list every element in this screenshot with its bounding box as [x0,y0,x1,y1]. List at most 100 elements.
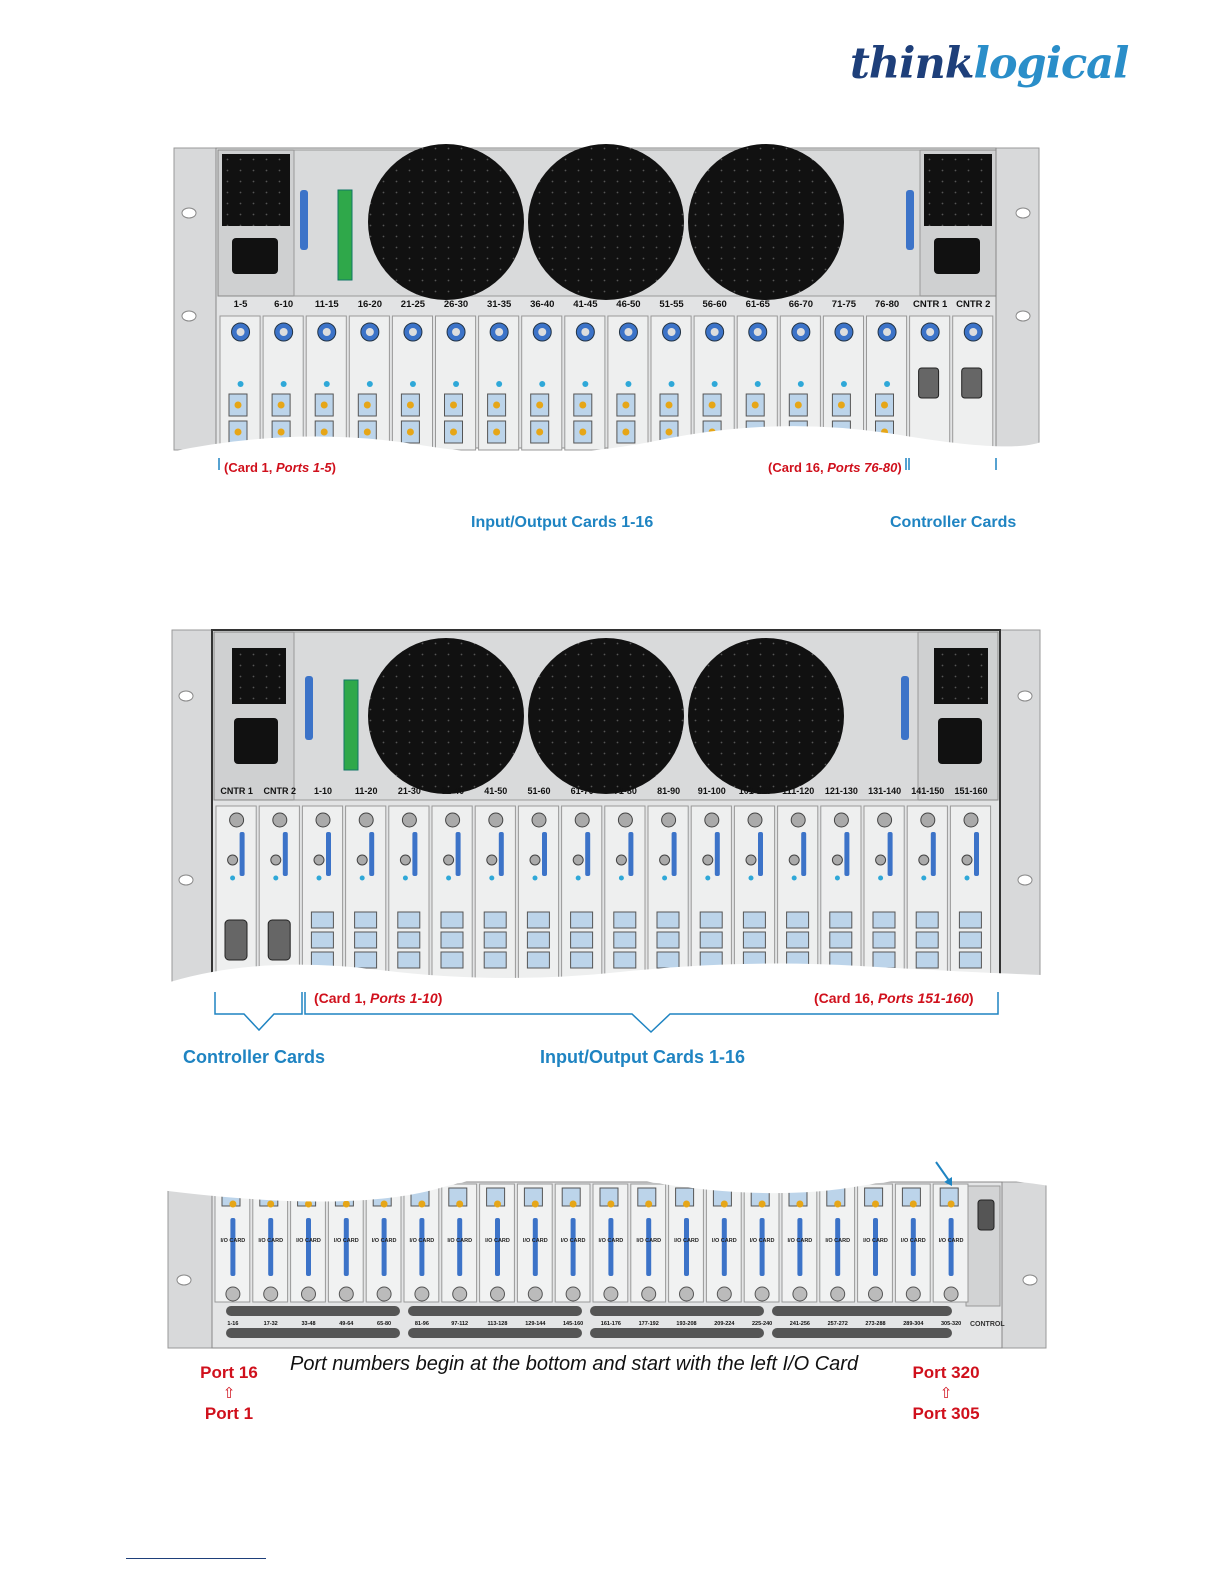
port-led [607,1200,615,1208]
card-handle [282,832,288,876]
card-screw [792,1286,808,1302]
card-handle [498,832,504,876]
card-screw [961,854,973,866]
console-port [961,367,983,399]
power-led [625,381,632,387]
label-bar [408,1306,582,1316]
power-led [280,381,287,387]
port-led [380,1200,388,1208]
fiber-port-core [622,428,630,436]
power-led [791,875,797,881]
card-label: I/O CARD [410,1238,435,1244]
slot-label: 71-75 [832,299,857,310]
card-screw [315,812,331,828]
port-led [796,1200,804,1208]
slot-label: 193-208 [676,1321,696,1327]
card-handle [343,1218,349,1276]
fiber-port [613,931,637,949]
fiber-port [742,911,766,929]
slot-label: 273-288 [865,1321,885,1327]
card-handle [758,832,763,876]
fiber-port-core [579,428,587,436]
card-screw [529,854,541,866]
io-bracket [304,992,999,1034]
card-label: I/O CARD [258,1238,283,1244]
fiber-port [829,931,853,949]
alarm-connector [337,189,353,281]
footnote-rule [126,1558,266,1559]
fiber-port [656,931,680,949]
card-thumbscrew-center [883,328,892,336]
card-first-label-1: (Card 1, Ports 1-5) [224,460,336,475]
fiber-port-core [794,401,802,409]
slot-label: 161-176 [601,1321,621,1327]
power-vent [232,648,286,704]
fiber-port [397,911,421,929]
port-led [909,1200,917,1208]
fiber-port [958,911,982,929]
card-screw [875,854,887,866]
fan-grille [528,638,684,794]
card-screw [831,854,843,866]
card-thumbscrew-center [624,328,633,336]
fiber-port [354,911,378,929]
fiber-port-core [881,401,888,409]
rack-ear-left [171,629,215,983]
cutaway-edge [160,1150,1050,1202]
card-label: I/O CARD [750,1238,775,1244]
fiber-port-core [277,401,285,409]
slot-label: 21-25 [401,299,426,310]
port-led [418,1200,426,1208]
fiber-port [699,931,723,949]
mount-hole [181,310,197,322]
card-screw [443,854,455,866]
slot-label: 305-320 [941,1321,961,1327]
card-screw [704,812,720,828]
power-led [840,381,847,387]
mount-hole [1015,207,1031,219]
card-screw [868,1286,883,1302]
card-screw [617,812,633,828]
fiber-port [656,951,680,969]
card-screw [527,1286,543,1302]
fiber-port [613,911,637,929]
slot-label: 97-112 [451,1321,468,1327]
slot-label: 81-90 [657,786,680,796]
fiber-port [786,931,810,949]
card-thumbscrew-center [839,328,848,336]
fiber-port [310,931,334,949]
power-inlet [232,238,278,274]
controller-bracket [214,992,303,1032]
card-handle [646,1218,652,1276]
controller-cards-label-1: Controller Cards [890,514,1017,531]
card-screw [603,1286,619,1302]
fiber-port-core [493,428,501,436]
slot-label: 31-40 [441,786,464,796]
controller-cards-label-2: Controller Cards [183,1047,326,1067]
card-screw [830,1286,846,1302]
fiber-port [354,951,378,969]
company-logo: thinklogical [850,40,1129,88]
fiber-port-core [708,401,716,409]
slot-label: 241-256 [790,1321,810,1327]
label-bar [772,1328,952,1338]
fiber-port [570,931,594,949]
rack-ear-left [173,147,219,451]
power-led [748,875,754,881]
card-thumbscrew-center [452,328,461,336]
pointer-arrow-head [944,1177,952,1186]
label-bar [590,1306,764,1316]
mount-hole [181,207,197,219]
card-label: I/O CARD [825,1238,850,1244]
fiber-port [440,911,464,929]
fiber-port-core [665,428,673,436]
fan-grille [688,638,844,794]
card-screw [376,1286,392,1302]
console-port [267,919,291,961]
mount-hole [1017,874,1033,886]
fiber-port [526,951,550,969]
slot-label: 11-20 [355,786,378,796]
fan-grille [688,144,844,300]
power-inlet [234,718,278,764]
power-led [323,381,330,387]
